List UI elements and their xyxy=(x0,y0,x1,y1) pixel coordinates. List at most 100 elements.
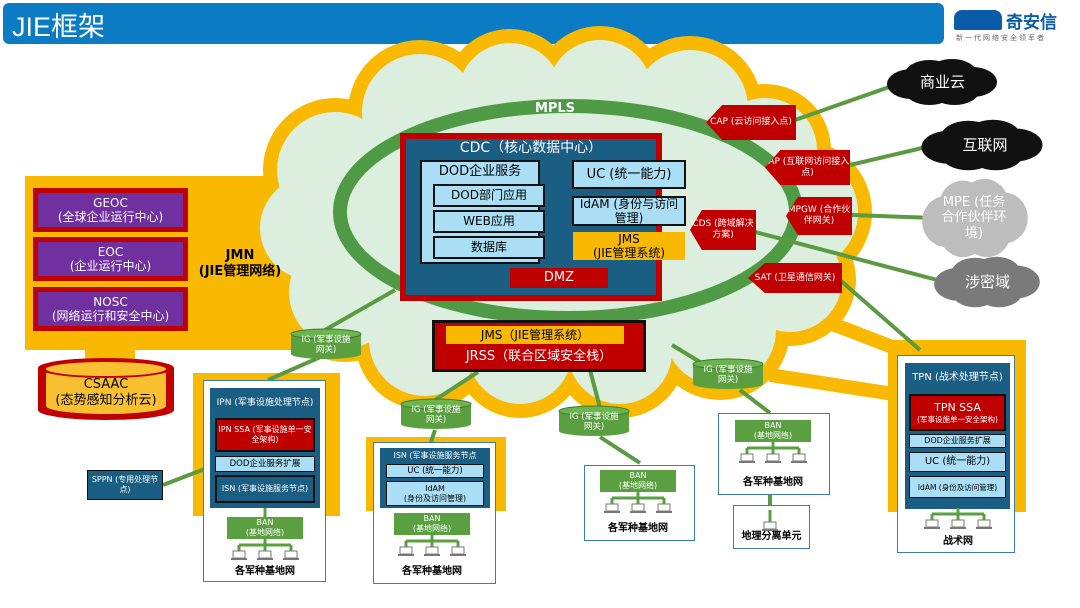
ban-desc: (基地网络) xyxy=(753,431,793,440)
eoc-desc: (企业运行中心) xyxy=(69,259,152,273)
tpn-ssa-label: TPN SSA xyxy=(934,401,981,415)
commercial-cloud-icon xyxy=(887,59,997,105)
ipn-ssa: IPN SSA (军事设施单一安全架构) xyxy=(215,418,315,452)
ig-gateway-3: IG (军事设施网关) xyxy=(400,398,472,430)
isn-idam-sub: (身份及访问管理) xyxy=(403,493,467,503)
cdc-uc: UC (统一能力) xyxy=(572,160,686,189)
ban-name: BAN xyxy=(423,514,441,524)
geoc-desc: (全球企业运行中心) xyxy=(57,210,164,224)
cdc-title: CDC（核心数据中心） xyxy=(459,139,603,156)
ig-label: IG (军事设施网关) xyxy=(703,364,753,385)
geoc-name: GEOC xyxy=(93,195,128,210)
ipn-dod-ext: DOD企业服务扩展 xyxy=(215,456,315,472)
jrss-label: JRSS（联合区域安全栈） xyxy=(465,349,613,365)
ipn-isn: ISN (军事设施服务节点) xyxy=(215,475,315,503)
page-title: JIE框架 xyxy=(12,12,106,42)
classified-cloud-icon xyxy=(934,256,1040,308)
cdc-jms-label: JMS xyxy=(618,231,640,246)
cds-gateway: CDS (跨域解决方案) xyxy=(690,210,756,250)
iap-gateway: IAP (互联网访问接入点) xyxy=(765,150,850,185)
nosc: NOSC(网络运行和安全中心) xyxy=(33,287,188,331)
base-network-label-4: 各军种基地网 xyxy=(743,477,803,488)
link-jrss-ig-2 xyxy=(588,369,602,409)
tpn-ssa: TPN SSA(军事设施单一安全架构) xyxy=(909,394,1006,431)
isn-uc: UC (统一能力) xyxy=(386,464,484,478)
cdc-jms-sub: (JIE管理系统) xyxy=(592,246,666,260)
computer-icon xyxy=(765,453,781,463)
ban-computers-1 xyxy=(231,539,299,560)
isn-idam: IdAM(身份及访问管理) xyxy=(386,481,484,506)
cdc-jms: JMS(JIE管理系统) xyxy=(573,232,685,260)
dmz: DMZ xyxy=(510,268,608,288)
base-network-label-3: 各军种基地网 xyxy=(608,523,668,534)
computer-icon xyxy=(791,453,807,463)
ipn-title: IPN (军事设施处理节点) xyxy=(216,397,314,408)
cylinder-icon xyxy=(400,398,472,429)
ban-desc: (基地网络) xyxy=(245,528,285,537)
computer-icon xyxy=(398,546,414,556)
ban-desc: (基地网络) xyxy=(412,524,452,533)
computer-icon xyxy=(424,546,440,556)
logo-tagline: 新一代网络安全领军者 xyxy=(956,34,1046,42)
link-jrss-ig xyxy=(433,370,480,402)
commercial-cloud: 商业云 xyxy=(919,73,965,91)
csaac: CSAAC(态势感知分析云) xyxy=(40,375,172,411)
cap-gateway: CAP (云访问接入点) xyxy=(706,105,796,140)
computer-icon xyxy=(257,550,273,560)
ban-desc: (基地网络) xyxy=(618,481,658,490)
jrss-jms: JMS（JIE管理系统） xyxy=(446,326,624,344)
computer-icon xyxy=(231,550,247,560)
tactical-computers xyxy=(924,508,992,529)
computer-icon xyxy=(450,546,466,556)
ig-label: IG (军事设施网关) xyxy=(301,334,351,355)
database: 数据库 xyxy=(433,236,545,259)
ban-computers-3 xyxy=(604,492,672,513)
header-bar xyxy=(3,3,944,44)
geoc: GEOC(全球企业运行中心) xyxy=(33,188,188,232)
geo-unit-computer xyxy=(762,510,778,531)
jmn-title: JMN xyxy=(225,248,255,264)
tpn-title: TPN (战术处理节点) xyxy=(912,372,1003,383)
jmn-label: JMN(JIE管理网络) xyxy=(190,244,290,284)
link-jrss-ig-3 xyxy=(670,343,702,364)
classified-cloud: 涉密域 xyxy=(964,273,1010,291)
nosc-name: NOSC xyxy=(93,294,128,309)
link-cloud-ig xyxy=(324,288,396,332)
cdc-idam: IdAM (身份与访问管理) xyxy=(572,196,686,226)
ban-box-1: BAN(基地网络) xyxy=(227,517,303,539)
ig-label: IG (军事设施网关) xyxy=(411,404,461,425)
tpn-uc: UC (统一能力) xyxy=(909,452,1006,472)
internet-cloud-icon xyxy=(921,119,1043,171)
mpe-cloud-icon xyxy=(922,178,1028,258)
cylinder-icon xyxy=(558,405,630,436)
tpn-yellow-link xyxy=(768,368,902,402)
dod-enterprise-label: DOD企业服务 xyxy=(438,164,522,179)
computer-icon xyxy=(950,519,966,529)
link-cds-classified xyxy=(754,230,946,284)
isn-idam-label: IdAM xyxy=(425,483,445,493)
cylinder-icon xyxy=(692,358,764,389)
computer-icon xyxy=(604,503,620,513)
ban-name: BAN xyxy=(256,518,274,528)
ban-computers-4 xyxy=(739,442,807,463)
cylinder-icon xyxy=(290,328,362,359)
ig-gateway-2: IG (军事设施网关) xyxy=(692,358,764,390)
mpls-label: MPLS xyxy=(534,101,576,117)
computer-icon xyxy=(762,521,778,531)
ig-label: IG (军事设施网关) xyxy=(569,411,619,432)
base-network-label-2: 各军种基地网 xyxy=(402,566,462,577)
ban-box-2: BAN(基地网络) xyxy=(394,513,470,535)
web-apps: WEB应用 xyxy=(433,210,545,233)
tpn-idam: IdAM (身份及访问管理) xyxy=(909,476,1006,498)
logo: 奇安信 新一代网络安全领军者 xyxy=(952,6,1076,46)
sppn-node: SPPN (专用处理节点) xyxy=(87,470,163,500)
jmn-subtitle: (JIE管理网络) xyxy=(198,264,282,279)
sat-gateway: SAT (卫星通信网关) xyxy=(748,263,842,293)
mpe-cloud: MPE (任务合作伙伴环境) xyxy=(941,194,1007,241)
link-ig-ban-2 xyxy=(738,388,772,415)
ig-gateway-1: IG (军事设施网关) xyxy=(290,328,362,360)
lion-logo-icon xyxy=(954,10,1002,30)
link-ig-ipn xyxy=(267,353,326,382)
link-cap-commercial xyxy=(794,83,896,122)
